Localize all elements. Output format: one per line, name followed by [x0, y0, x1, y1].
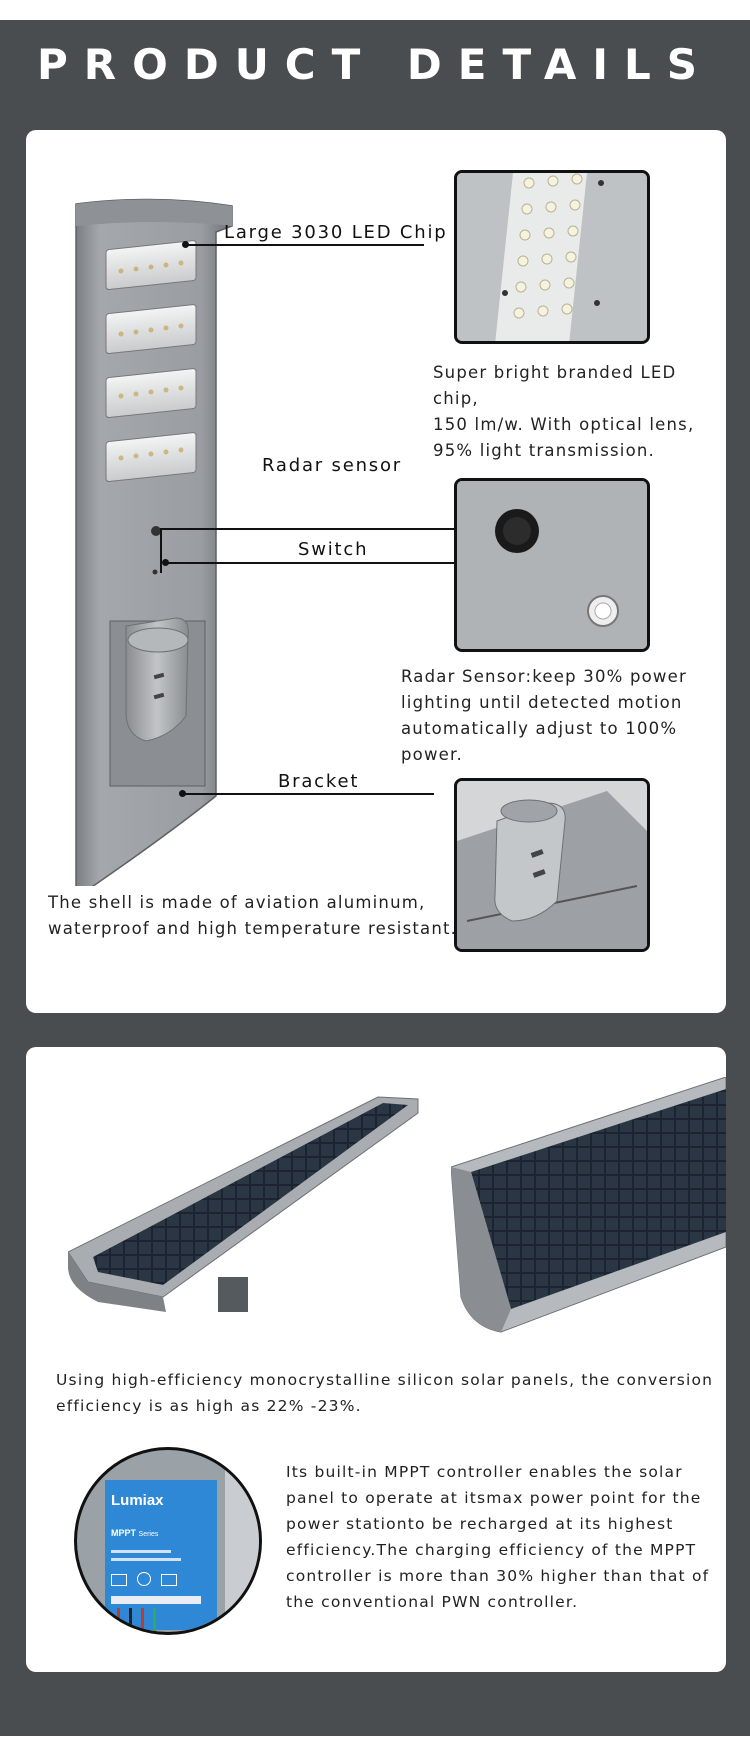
- top-border: [0, 0, 750, 20]
- led-chip-photo: [454, 170, 650, 344]
- bracket-leader-dot: [179, 790, 186, 797]
- led-description: Super bright branded LED chip, 150 lm/w.…: [433, 363, 695, 460]
- controller-description: Its built-in MPPT controller enables the…: [286, 1463, 710, 1611]
- radar-description: Radar Sensor:keep 30% power lighting unt…: [401, 667, 687, 764]
- led-chip-leader-dot: [182, 241, 189, 248]
- details-card: Large 3030 LED Chip Super bright branded…: [26, 130, 726, 1013]
- bottom-border: [0, 1736, 750, 1756]
- switch-label: Switch: [298, 539, 369, 560]
- bracket-photo: [454, 778, 650, 952]
- solar-description: Using high-efficiency monocrystalline si…: [56, 1371, 714, 1415]
- bracket-leader-line: [182, 793, 434, 795]
- solar-panel-image-right: [451, 1077, 726, 1333]
- solar-card: Using high-efficiency monocrystalline si…: [26, 1047, 726, 1672]
- radar-leader-line: [160, 528, 496, 530]
- radar-switch-photo: [454, 478, 650, 652]
- radar-sensor-label: Radar sensor: [262, 455, 402, 476]
- led-chip-label: Large 3030 LED Chip: [224, 222, 448, 243]
- switch-leader-line: [164, 562, 584, 564]
- shell-description: The shell is made of aviation aluminum, …: [48, 893, 458, 938]
- mppt-controller-image: Lumiax MPPT Series: [74, 1447, 262, 1635]
- switch-leader-dot: [162, 559, 169, 566]
- controller-model: MPPT Series: [111, 1528, 159, 1538]
- page-title: PRODUCT DETAILS: [37, 40, 713, 89]
- controller-brand: Lumiax: [111, 1492, 164, 1509]
- street-lamp-image: [75, 198, 233, 886]
- led-chip-leader-line: [184, 244, 424, 246]
- solar-panel-image-left: [68, 1096, 419, 1312]
- bracket-label: Bracket: [278, 771, 360, 792]
- radar-leader-vertical: [160, 528, 162, 573]
